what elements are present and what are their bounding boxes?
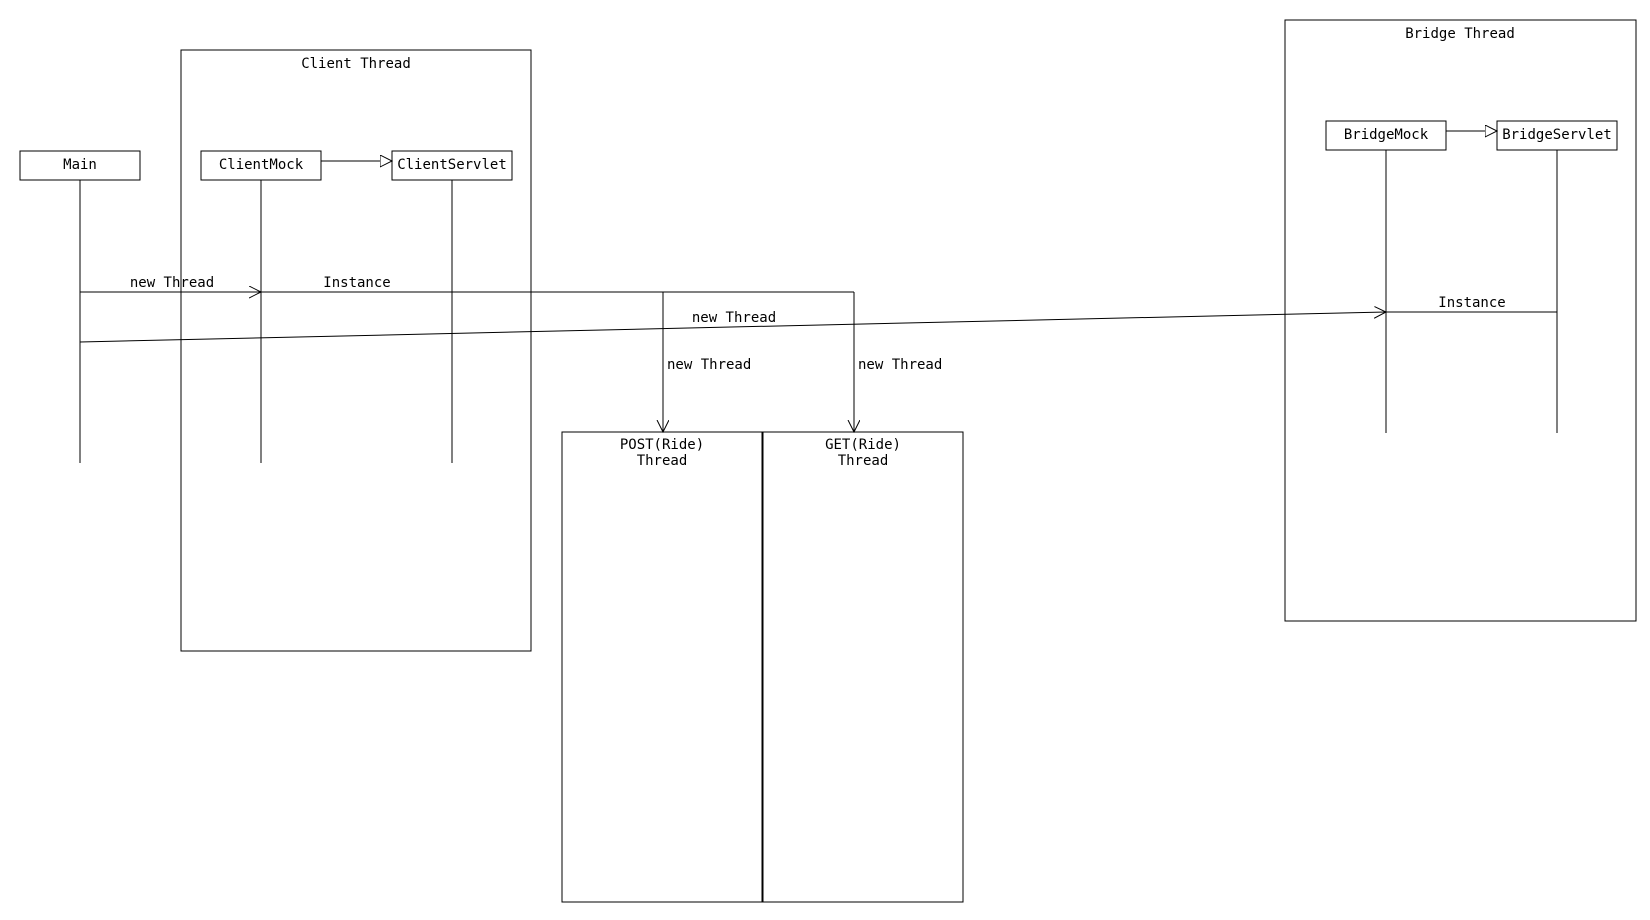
- participant-client-servlet-label: ClientServlet: [397, 157, 507, 173]
- client-instance-label: Instance: [323, 275, 390, 291]
- bridge-thread-frame: Bridge Thread: [1284, 19, 1637, 622]
- participant-bridge-mock-label: BridgeMock: [1344, 127, 1429, 143]
- bridge-instance-label: Instance: [1438, 295, 1505, 311]
- participant-bridge-servlet-label: BridgeServlet: [1502, 127, 1612, 143]
- post-thread-title-line2: Thread: [637, 453, 688, 469]
- get-thread-title-line1: GET(Ride): [825, 437, 901, 453]
- participant-main-label: Main: [63, 157, 97, 173]
- participant-main: Main: [19, 150, 141, 463]
- client-thread-title: Client Thread: [301, 56, 411, 72]
- bridge-thread-title: Bridge Thread: [1405, 26, 1515, 42]
- get-thread-frame: GET(Ride) Thread: [762, 431, 964, 903]
- participant-bridge-servlet: BridgeServlet: [1496, 120, 1618, 433]
- to-get-thread-label: new Thread: [858, 357, 942, 373]
- main-to-client-mock-label: new Thread: [130, 275, 214, 291]
- post-thread-title-line1: POST(Ride): [620, 437, 704, 453]
- participant-client-mock: ClientMock: [200, 150, 322, 463]
- client-thread-frame: Client Thread: [180, 49, 532, 652]
- participant-client-mock-label: ClientMock: [219, 157, 304, 173]
- get-thread-title-line2: Thread: [838, 453, 889, 469]
- main-to-bridge-mock-arrow: [79, 312, 1386, 343]
- main-to-bridge-mock-label: new Thread: [692, 310, 776, 326]
- post-thread-frame: POST(Ride) Thread: [561, 431, 763, 903]
- participant-bridge-mock: BridgeMock: [1325, 120, 1447, 433]
- participant-client-servlet: ClientServlet: [391, 150, 513, 463]
- to-post-thread-label: new Thread: [667, 357, 751, 373]
